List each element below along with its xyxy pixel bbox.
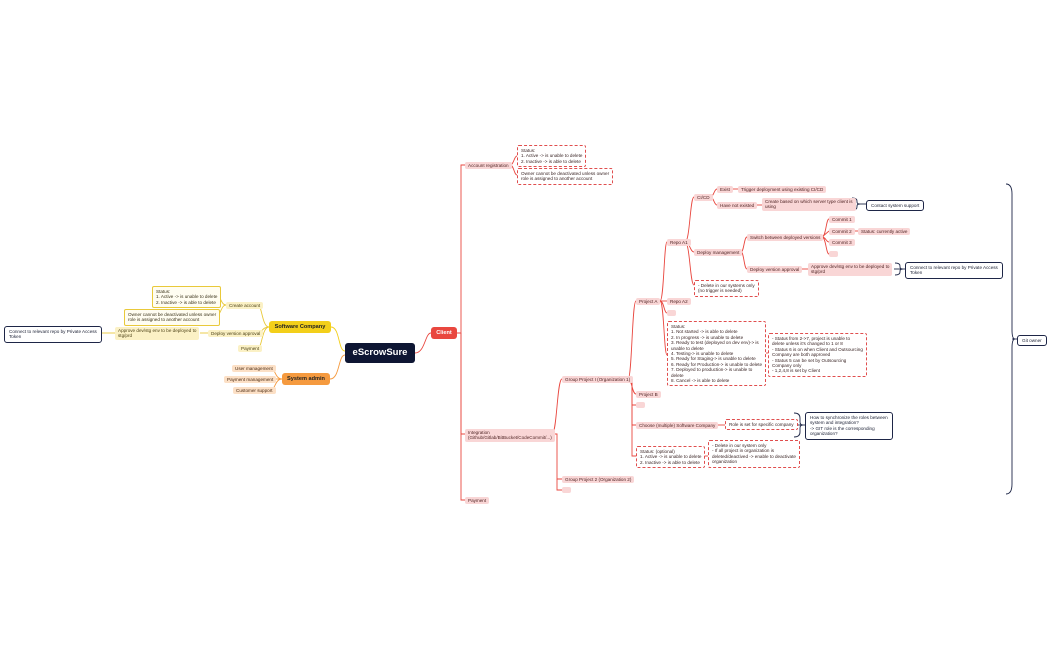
sw-account-status-note[interactable]: Status: 1. Active -> is unable to delete… [152, 286, 222, 309]
contact-support-note[interactable]: Contact system support [866, 200, 925, 212]
group-project-1-node[interactable]: Group Project I (Organization 1) [562, 376, 634, 384]
repo-a1-node[interactable]: Repo A1 [667, 239, 691, 247]
role-set-note[interactable]: Role is set for specific company [725, 419, 798, 431]
payment-management-node[interactable]: Payment management [224, 376, 277, 384]
deploy-management-node[interactable]: Deploy management [694, 249, 743, 257]
sw-owner-note[interactable]: Owner cannot be deactivated unless owner… [124, 309, 221, 326]
trigger-deployment-node[interactable]: Trigger deployment using existing CI/CD [738, 186, 827, 194]
client-payment-node[interactable]: Payment [465, 497, 490, 505]
root-node[interactable]: eScrowSure [345, 343, 415, 363]
software-company-node[interactable]: Software Company [269, 321, 331, 333]
create-account-node[interactable]: Create account [226, 302, 264, 310]
exist-node[interactable]: Exist [717, 186, 733, 194]
group-project-2-node[interactable]: Group Project 2 (Organization 2) [562, 476, 635, 484]
owner-deactivation-note[interactable]: Owner cannot be deactivated unless owner… [517, 168, 614, 185]
project-b-node[interactable]: Project B [636, 391, 661, 399]
project-status-note[interactable]: Status: 1. Not started -> is able to del… [667, 321, 767, 387]
client-approve-dev-stg-node[interactable]: Approve dev/stg env to be deployed to st… [808, 263, 893, 276]
placeholder-node[interactable] [667, 310, 676, 316]
system-admin-node[interactable]: System admin [282, 373, 330, 385]
account-registration-node[interactable]: Account registration [465, 162, 512, 170]
client-connect-repo-note[interactable]: Connect to relevant repo by Private Acce… [905, 262, 1003, 279]
sw-deploy-approval-node[interactable]: Deploy version approval [208, 330, 264, 338]
group-delete-note[interactable]: - Delete in our system only - If all pro… [708, 440, 800, 468]
group-status-note[interactable]: Status: (optional) 1. Active -> is unabl… [636, 446, 706, 469]
sw-payment-node[interactable]: Payment [238, 345, 263, 353]
sync-roles-note[interactable]: How to synchronize the roles between sys… [805, 412, 893, 440]
have-not-existed-node[interactable]: Have not existed [717, 202, 758, 210]
commit-1-node[interactable]: Commit 1 [829, 216, 855, 224]
choose-software-company-node[interactable]: Choose (multiple) Software Company [636, 422, 719, 430]
sw-connect-repo-note[interactable]: Connect to relevant repo by Private Acce… [4, 326, 102, 343]
status-rules-note[interactable]: - Status from 2->7, project is unable to… [768, 333, 867, 377]
client-node[interactable]: Client [431, 327, 457, 339]
repo-a2-node[interactable]: Repo A2 [667, 298, 691, 306]
placeholder-node[interactable] [829, 251, 838, 257]
git-owner-note[interactable]: Git owner [1017, 335, 1047, 347]
status-active-node[interactable]: Status: currently active [858, 228, 911, 236]
integration-node[interactable]: Integration (Github/Gitlab/BitBucket/Cod… [465, 429, 555, 442]
repo-delete-note[interactable]: - Delete in our systems only (no trigger… [694, 280, 759, 297]
placeholder-node[interactable] [636, 402, 645, 408]
customer-support-node[interactable]: Customer support [233, 387, 276, 395]
commit-2-node[interactable]: Commit 2 [829, 228, 855, 236]
project-a-node[interactable]: Project A [636, 298, 661, 306]
cicd-node[interactable]: CI/CD [694, 194, 713, 202]
commit-3-node[interactable]: Commit 3 [829, 239, 855, 247]
user-management-node[interactable]: User management [232, 365, 276, 373]
placeholder-node[interactable] [562, 487, 571, 493]
create-based-on-node[interactable]: Create based on which server type client… [762, 198, 856, 211]
sw-approve-dev-stg-node[interactable]: Approve dev/stg env to be deployed to st… [115, 327, 200, 340]
client-deploy-approval-node[interactable]: Deploy version approval [747, 266, 803, 274]
switch-versions-node[interactable]: Switch between deployed versions [747, 234, 824, 242]
account-status-note[interactable]: Status: 1. Active -> is unable to delete… [517, 145, 587, 168]
